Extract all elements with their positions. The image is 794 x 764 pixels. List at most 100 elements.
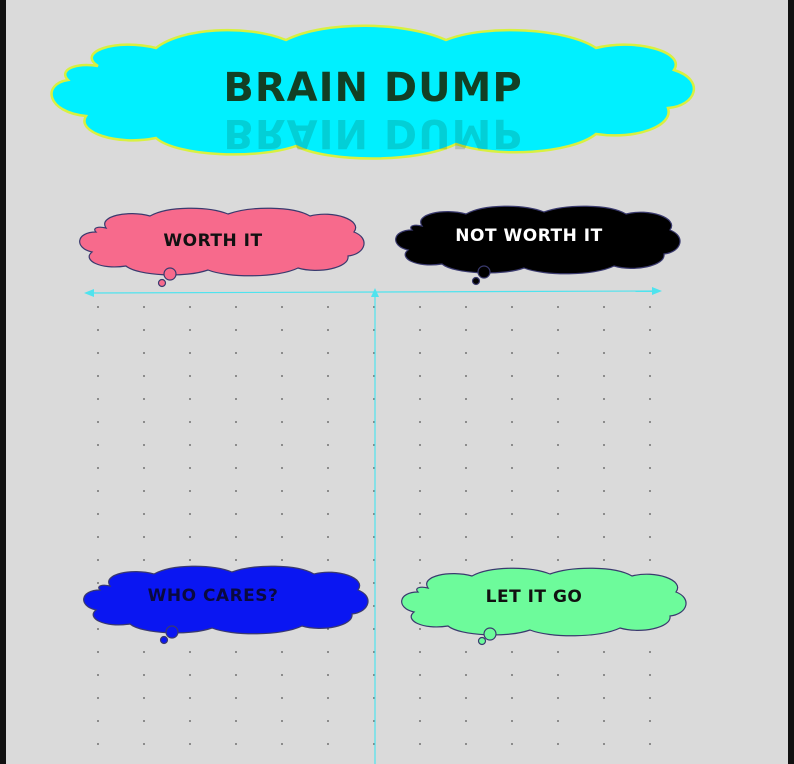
grid-dot [419, 651, 421, 653]
grid-dot [465, 352, 467, 354]
grid-dot [603, 467, 605, 469]
grid-dot [511, 444, 513, 446]
grid-dot [97, 536, 99, 538]
grid-dot [511, 697, 513, 699]
grid-dot [419, 490, 421, 492]
grid-dot [419, 467, 421, 469]
grid-dot [603, 743, 605, 745]
grid-dot [603, 674, 605, 676]
grid-dot [97, 651, 99, 653]
grid-dot [327, 697, 329, 699]
grid-dot [327, 352, 329, 354]
grid-dot [511, 490, 513, 492]
quadrant-bubble-not-worth-it: NOT WORTH IT [395, 205, 681, 286]
quadrant-label-let-it-go: LET IT GO [486, 587, 583, 607]
grid-dot [603, 398, 605, 400]
grid-dot [97, 421, 99, 423]
grid-dot [281, 559, 283, 561]
grid-dot [143, 697, 145, 699]
grid-dot [327, 513, 329, 515]
grid-dot [511, 743, 513, 745]
grid-dot [235, 444, 237, 446]
grid-dot [465, 329, 467, 331]
page-title: BRAIN DUMP [223, 65, 522, 111]
grid-dot [281, 490, 283, 492]
grid-dot [143, 743, 145, 745]
grid-dot [557, 674, 559, 676]
vertical-guide-arrow-top [371, 288, 379, 297]
grid-dot [511, 513, 513, 515]
grid-dot [281, 421, 283, 423]
grid-dot [419, 697, 421, 699]
grid-dot [143, 674, 145, 676]
grid-dot [649, 467, 651, 469]
grid-dot [235, 720, 237, 722]
quadrant-bubble-who-cares: WHO CARES? [83, 565, 369, 645]
grid-dot [235, 375, 237, 377]
grid-dot [419, 375, 421, 377]
grid-dot [557, 490, 559, 492]
grid-dot [649, 536, 651, 538]
grid-dot [511, 720, 513, 722]
grid-dot [143, 651, 145, 653]
grid-dot [511, 329, 513, 331]
grid-dot [557, 651, 559, 653]
grid-dot [97, 720, 99, 722]
quadrant-label-who-cares: WHO CARES? [148, 586, 279, 606]
grid-dot [603, 559, 605, 561]
grid-dot [143, 421, 145, 423]
grid-dot [419, 329, 421, 331]
grid-dot [327, 674, 329, 676]
page-canvas: BRAIN DUMP BRAIN DUMP WORTH IT NOT WORTH… [50, 24, 696, 764]
grid-dot [511, 559, 513, 561]
grid-dot [557, 329, 559, 331]
title-cloud-shape [50, 24, 696, 160]
grid-dot [281, 743, 283, 745]
grid-dot [143, 375, 145, 377]
grid-dot [649, 559, 651, 561]
grid-dot [189, 697, 191, 699]
not-worth-it-cloud-shape [395, 205, 681, 275]
grid-dot [419, 398, 421, 400]
grid-dot [603, 375, 605, 377]
grid-dot [235, 467, 237, 469]
grid-dot [281, 513, 283, 515]
quadrant-bubble-worth-it: WORTH IT [79, 207, 365, 288]
grid-dot [189, 329, 191, 331]
grid-dot [419, 444, 421, 446]
worth-it-tail-bubble-large [163, 267, 177, 281]
grid-dot [465, 398, 467, 400]
grid-dot [557, 720, 559, 722]
grid-dot [189, 444, 191, 446]
grid-dot [419, 421, 421, 423]
grid-dot [143, 352, 145, 354]
grid-dot [511, 398, 513, 400]
grid-dot [649, 375, 651, 377]
grid-dot [281, 444, 283, 446]
grid-dot [189, 743, 191, 745]
grid-dot [189, 536, 191, 538]
grid-dot [97, 467, 99, 469]
grid-dot [327, 651, 329, 653]
grid-dot [189, 559, 191, 561]
quadrant-bubble-let-it-go: LET IT GO [401, 567, 687, 646]
grid-dot [649, 352, 651, 354]
grid-dot [419, 720, 421, 722]
grid-dot [603, 329, 605, 331]
grid-dot [649, 697, 651, 699]
grid-dot [189, 674, 191, 676]
let-it-go-tail-bubble-small [477, 636, 487, 646]
grid-dot [143, 490, 145, 492]
grid-dot [419, 352, 421, 354]
grid-dot [327, 444, 329, 446]
grid-dot [143, 559, 145, 561]
grid-dot [649, 421, 651, 423]
grid-dot [511, 375, 513, 377]
grid-dot [235, 352, 237, 354]
grid-dot [327, 306, 329, 308]
grid-dot [465, 651, 467, 653]
grid-dot [511, 467, 513, 469]
grid-dot [281, 352, 283, 354]
grid-dot [649, 743, 651, 745]
grid-dot [649, 720, 651, 722]
